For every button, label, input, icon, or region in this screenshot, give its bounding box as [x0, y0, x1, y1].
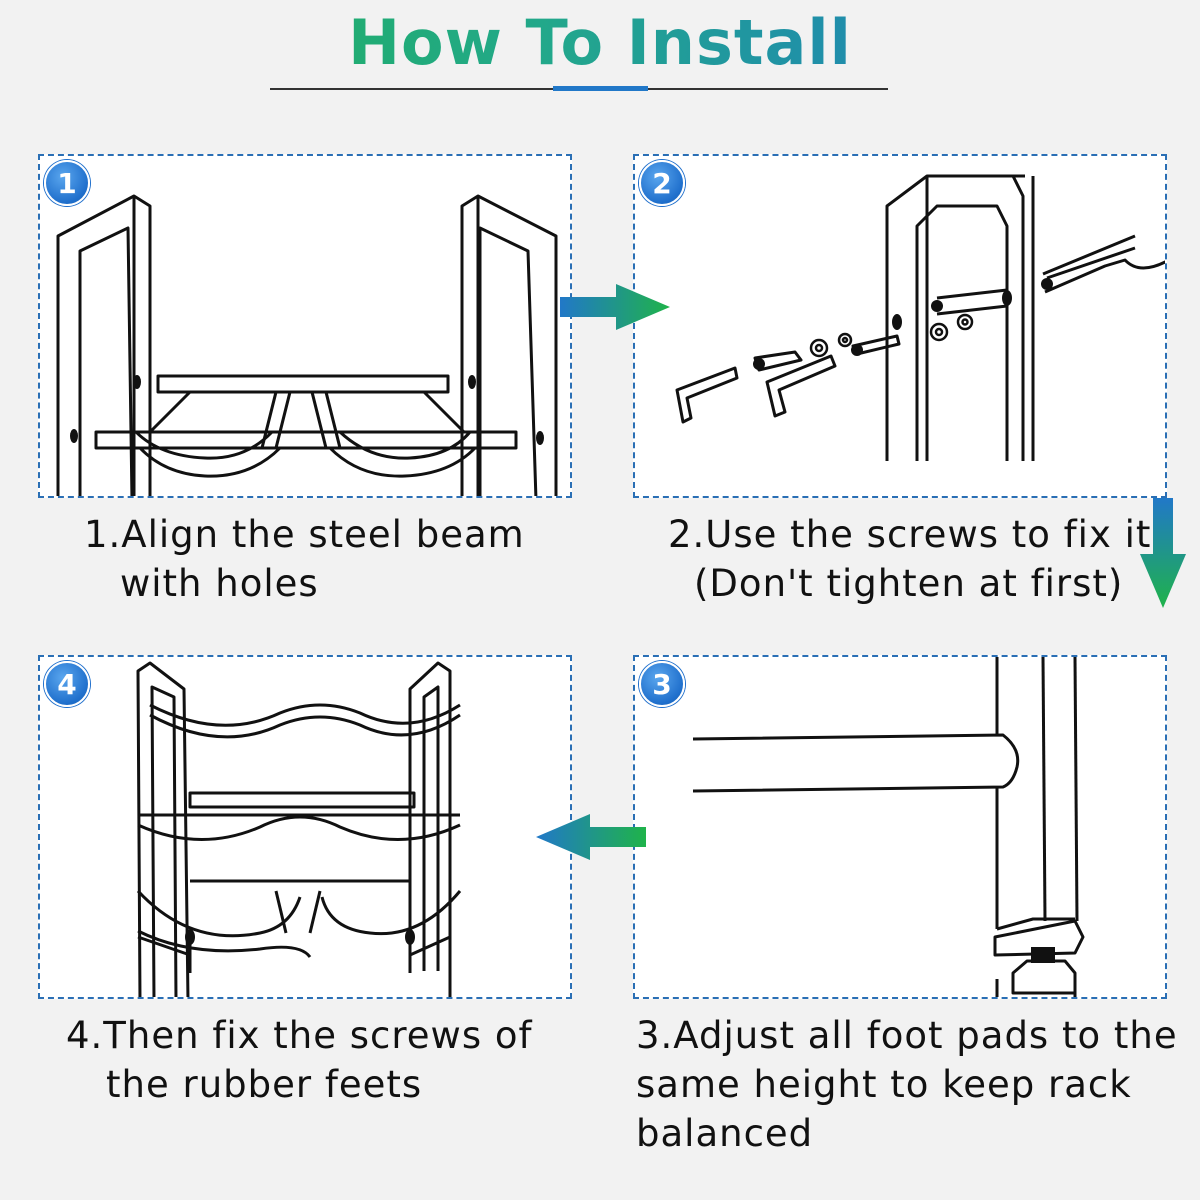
page-title: How To Install — [0, 6, 1200, 79]
step-3-caption-line3: balanced — [636, 1112, 814, 1155]
step-2-caption-line2: (Don't tighten at first) — [694, 562, 1124, 605]
step-4-caption-line1: 4.Then fix the screws of — [66, 1014, 533, 1057]
step-4-caption-line2: the rubber feets — [106, 1063, 423, 1106]
step-3-illustration — [692, 657, 1085, 997]
arrow-left-icon — [536, 814, 646, 860]
step-1-caption-line2: with holes — [120, 562, 319, 605]
step-badge: 1 — [44, 160, 90, 206]
arrow-right-icon — [560, 284, 670, 330]
step-1-illustration — [56, 194, 558, 496]
step-badge: 3 — [639, 661, 685, 707]
step-4-illustration — [136, 661, 462, 997]
step-2-caption-line1: 2.Use the screws to fix it. — [668, 513, 1165, 556]
step-4-panel: 4 — [38, 655, 572, 999]
step-2-illustration — [675, 174, 1165, 461]
step-3-caption-line2: same height to keep rack — [636, 1063, 1132, 1106]
step-3-caption-line1: 3.Adjust all foot pads to the — [636, 1014, 1178, 1057]
step-3-panel: 3 — [633, 655, 1167, 999]
step-badge: 4 — [44, 661, 90, 707]
arrow-down-icon — [1140, 498, 1186, 608]
step-2-panel: 2 — [633, 154, 1167, 498]
step-badge: 2 — [639, 160, 685, 206]
title-underline-accent — [553, 86, 648, 91]
step-1-caption-line1: 1.Align the steel beam — [84, 513, 525, 556]
step-1-panel: 1 — [38, 154, 572, 498]
